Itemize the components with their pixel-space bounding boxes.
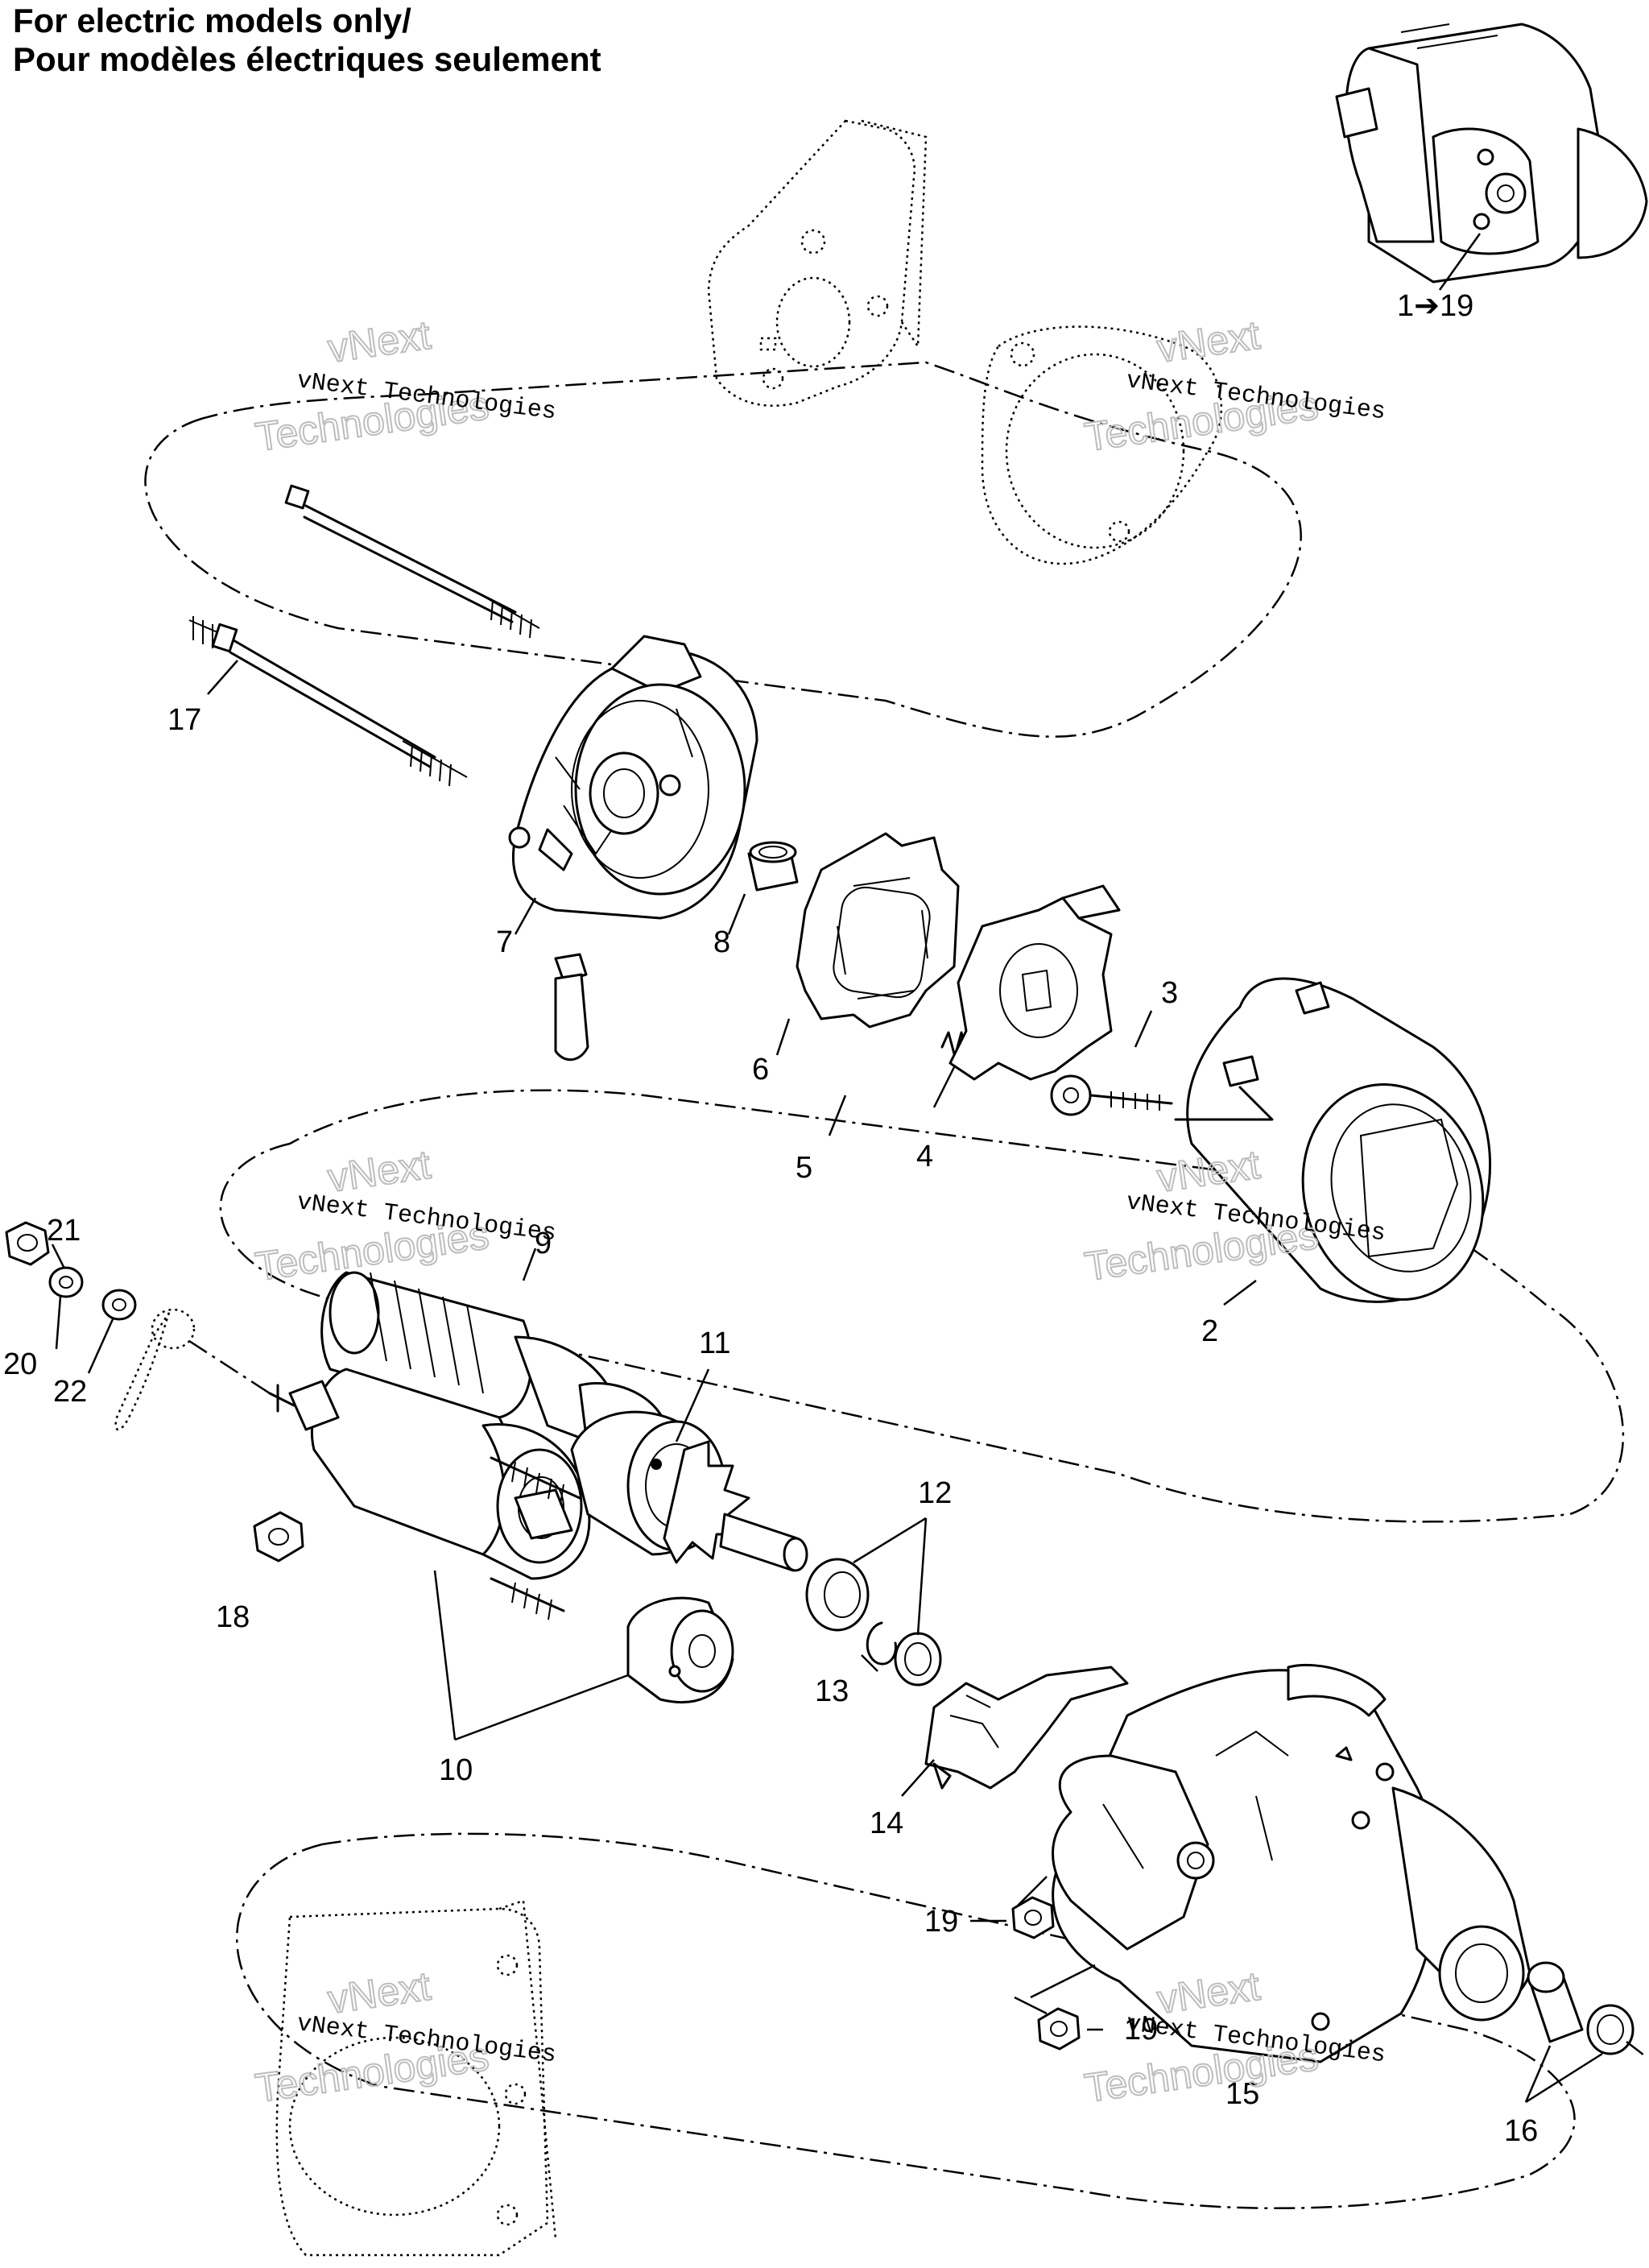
callout-13: 13 (815, 1674, 849, 1708)
nut-leader-lines (1014, 1876, 1096, 2015)
svg-text:vNext: vNext (325, 312, 433, 371)
through-bolt-lower (188, 616, 468, 787)
drive-axis-line (1626, 2041, 1648, 2059)
through-bolt-upper (284, 484, 540, 639)
diagram-title: For electric models only/ Pour modèles é… (13, 2, 601, 79)
callout-5: 5 (796, 1151, 812, 1185)
watermark-top-left: vNext Technologies vNext Technologies (252, 312, 558, 461)
watermark-bottom-left: vNext Technologies vNext Technologies (252, 1963, 558, 2112)
outline-upper (144, 361, 1302, 738)
callout-inset: 1➔19 (1397, 289, 1473, 323)
lock-washer (48, 1266, 84, 1298)
callout-18: 18 (216, 1600, 250, 1634)
callout-leader-lines (51, 660, 1603, 2104)
flat-washer (101, 1289, 137, 1321)
callout-labels: 1➔19 2 3 4 5 6 7 8 9 10 11 12 13 14 15 1… (3, 289, 1538, 2148)
terminal-axis-line (188, 1339, 271, 1395)
callout-6: 6 (752, 1053, 769, 1086)
brush-lead-terminal (554, 953, 589, 1062)
reference-gasket-top (981, 325, 1223, 565)
watermark-top-right: vNext Technologies vNext Technologies (1081, 312, 1387, 461)
shift-lever (924, 1666, 1129, 1790)
commutator-end-frame (508, 635, 758, 920)
drive-end-housing (1052, 1663, 1531, 2063)
housing-nut-lower (1037, 2007, 1081, 2051)
callout-20: 20 (3, 1347, 37, 1381)
callout-17: 17 (167, 703, 201, 737)
bushing (747, 841, 799, 892)
callout-16: 16 (1504, 2114, 1538, 2148)
callout-10: 10 (439, 1753, 473, 1787)
stop-collar (805, 1558, 942, 1687)
ring-terminal-reference (114, 1308, 196, 1431)
callout-21: 21 (47, 1214, 81, 1248)
drive-washer (1586, 2004, 1635, 2055)
retaining-ring (866, 1621, 898, 1666)
callout-11: 11 (699, 1326, 730, 1360)
solenoid-nut (253, 1511, 304, 1562)
field-frame-yoke (1186, 977, 1492, 1303)
drive-bushing (1527, 1961, 1584, 2043)
callout-14: 14 (870, 1807, 903, 1840)
reference-mounting-plate-bottom (275, 1899, 557, 2257)
plunger (626, 1596, 734, 1703)
callout-19-lower: 19 (1124, 2013, 1158, 2047)
brush-plate (796, 832, 960, 1028)
callout-7: 7 (496, 925, 513, 959)
hex-nut (5, 1221, 50, 1266)
callout-12: 12 (918, 1476, 952, 1510)
callout-4: 4 (916, 1140, 933, 1173)
watermark-middle-left: vNext Technologies vNext Technologies (252, 1141, 558, 1290)
reference-mounting-plate-top (707, 119, 928, 407)
callout-22: 22 (53, 1375, 87, 1409)
callout-2: 2 (1201, 1314, 1218, 1348)
callout-9: 9 (535, 1227, 552, 1260)
brush-with-lead (1050, 1055, 1274, 1121)
title-line-french: Pour modèles électriques seulement (13, 40, 601, 78)
svg-text:vNext: vNext (325, 1142, 433, 1201)
callout-3: 3 (1161, 976, 1178, 1010)
title-line-english: For electric models only/ (13, 2, 411, 39)
housing-nut-upper (1011, 1896, 1055, 1939)
assembled-starter-inset (1335, 23, 1648, 291)
callout-8: 8 (713, 925, 730, 959)
callout-15: 15 (1225, 2077, 1259, 2111)
callout-19-upper: 19 (924, 1905, 958, 1939)
svg-text:vNext: vNext (1155, 312, 1263, 371)
solenoid-switch (268, 1368, 591, 1620)
svg-text:vNext: vNext (325, 1964, 433, 2022)
pinion-reference-dot (651, 1459, 662, 1470)
brush-holder (948, 884, 1121, 1081)
pinion-clutch (570, 1410, 808, 1572)
outline-lower (235, 1832, 1576, 2210)
